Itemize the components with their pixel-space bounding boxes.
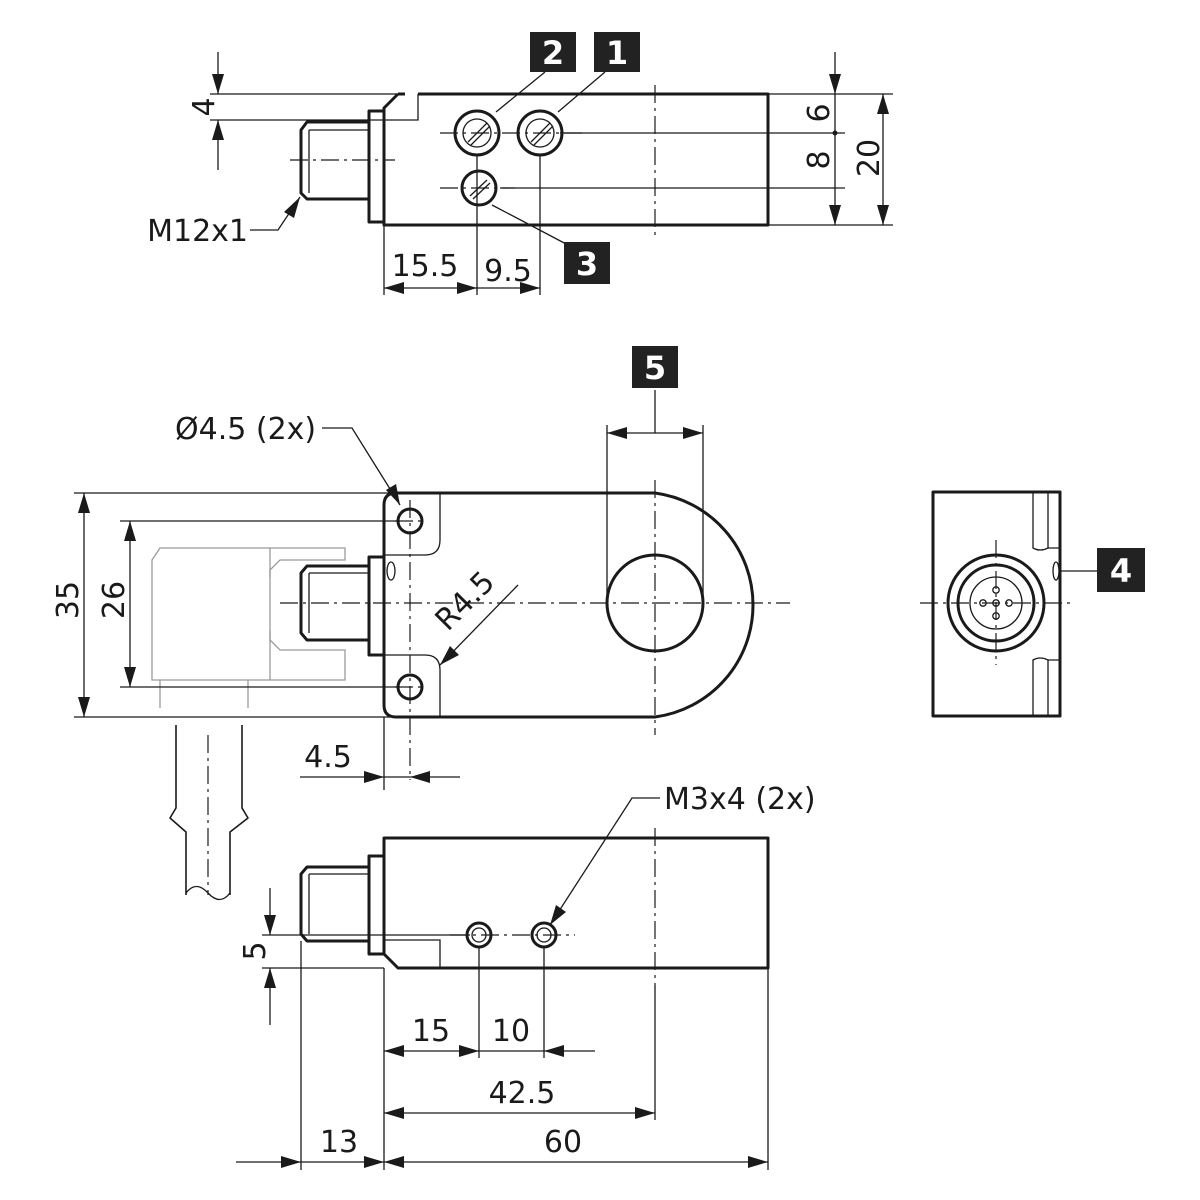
- dim-35-label: 35: [51, 581, 86, 619]
- svg-text:4: 4: [1110, 552, 1132, 590]
- top-flange: [367, 109, 386, 224]
- dim-20-label: 20: [852, 139, 887, 177]
- marker-5: 5: [632, 346, 678, 388]
- led-3-icon: [460, 169, 498, 207]
- dim-4-5-label: 4.5: [304, 740, 352, 775]
- top-thread: [299, 120, 369, 201]
- leader-1: [557, 71, 606, 113]
- tap-callout: M3x4 (2x): [664, 782, 816, 817]
- front-flange: [367, 555, 386, 657]
- m12-connector-icon: [946, 553, 1046, 653]
- dim-15-label: 15: [412, 1014, 450, 1049]
- svg-text:1: 1: [606, 34, 628, 72]
- bottom-flange: [367, 854, 386, 956]
- dim-13-label: 13: [320, 1125, 358, 1160]
- mating-connector-ghost: [151, 547, 346, 681]
- top-view: 2 1 3 4 6 8 20: [147, 32, 893, 295]
- hole-callout: Ø4.5 (2x): [175, 412, 316, 447]
- front-mount-tab-edges: [384, 493, 441, 717]
- bottom-view: M3x4 (2x) 5 15 10 42.5 13: [236, 782, 816, 1170]
- dim-6-label: 6: [802, 103, 837, 122]
- leader-3: [491, 204, 569, 246]
- front-thread: [299, 564, 369, 642]
- top-thread-inner: [308, 129, 369, 193]
- svg-text:2: 2: [542, 34, 564, 72]
- dim-60-label: 60: [544, 1125, 582, 1160]
- dim-26-label: 26: [97, 581, 132, 619]
- dim-10-label: 10: [492, 1014, 530, 1049]
- marker-1: 1: [594, 32, 640, 72]
- potentiometer-2-icon: [453, 109, 501, 157]
- dim-9-5-label: 9.5: [484, 254, 532, 289]
- top-body-outline: [382, 92, 770, 227]
- radius-label: R4.5: [429, 565, 502, 638]
- potentiometer-1-icon: [516, 109, 564, 157]
- marker-3: 3: [564, 242, 610, 284]
- dim-5-label: 5: [238, 941, 273, 960]
- svg-text:5: 5: [644, 349, 666, 387]
- dim-42-5-label: 42.5: [489, 1076, 556, 1111]
- marker-2: 2: [530, 32, 576, 72]
- svg-text:3: 3: [576, 245, 598, 283]
- cable: [169, 725, 249, 895]
- dim-4-label: 4: [187, 97, 222, 116]
- side-view: 4: [920, 490, 1145, 718]
- marker-4: 4: [1097, 548, 1145, 592]
- bottom-thread: [299, 865, 369, 943]
- thread-callout: M12x1: [147, 214, 248, 249]
- top-body-edge: [384, 94, 419, 121]
- side-body-outline: [931, 490, 1062, 718]
- dim-15-5-label: 15.5: [392, 249, 459, 284]
- dim-8-label: 8: [802, 150, 837, 169]
- leader-2: [495, 71, 546, 113]
- bottom-body-outline: [382, 836, 770, 970]
